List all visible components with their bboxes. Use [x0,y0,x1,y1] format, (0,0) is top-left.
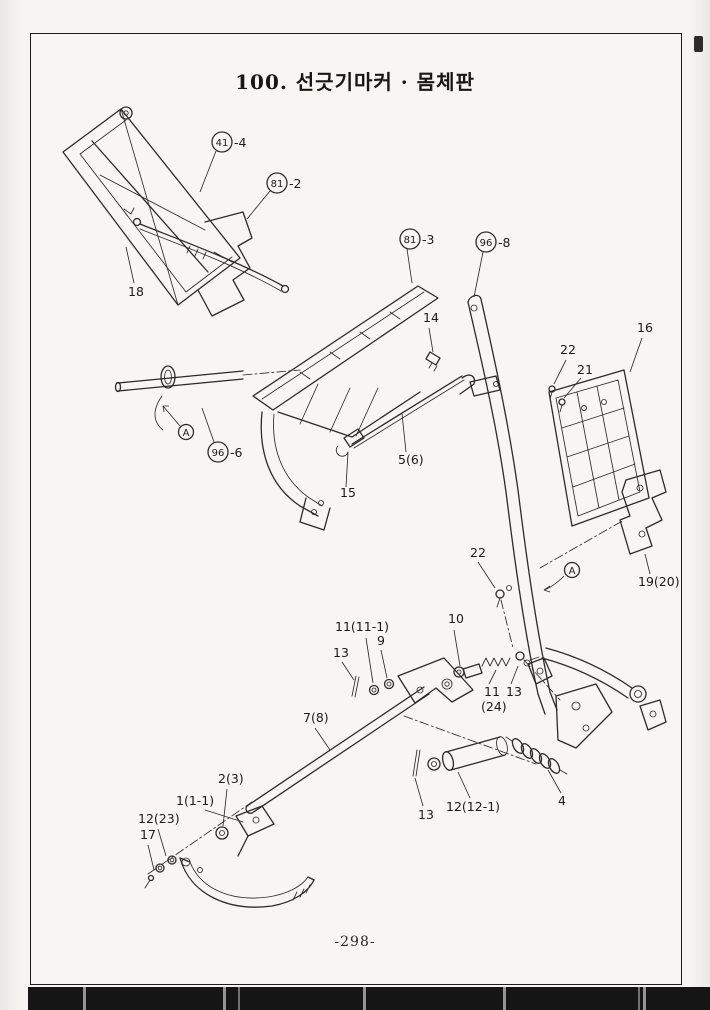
handle-rod-drawing [114,365,301,431]
part-label-10: 10 [448,611,464,626]
spring-cylinder-drawing [403,715,568,777]
callout-41-4: 41 -4 [211,131,247,153]
callout-number: 81 [404,235,417,246]
part-label-7-8: 7(8) [303,710,329,725]
plate-bolts-drawing [548,385,566,413]
callout-suffix: -3 [422,232,434,247]
part-label-11-11-1: 11(11-1) [335,619,389,634]
part-label-22-top: 22 [560,342,576,357]
callout-81-2: 81 -2 [266,172,301,194]
beam-drawing [252,285,439,531]
part-label-19-20: 19(20) [638,574,680,589]
part-label-12-12-1: 12(12-1) [446,799,500,814]
callout-suffix: -6 [230,445,243,460]
part-label-21: 21 [577,362,593,377]
middle-bolt-drawing [495,585,514,649]
part-label-2-3: 2(3) [218,771,244,786]
callout-suffix: -2 [289,176,301,191]
callout-96-6: 96 -6 [207,441,243,463]
callout-number: A [569,566,576,577]
right-arm-drawing [541,647,667,749]
callout-suffix: -8 [498,235,511,250]
callout-number: 96 [212,448,225,459]
part-label-5-6: 5(6) [398,452,424,467]
pedal-assembly-drawing [144,801,315,908]
callout-a-right: A [563,561,581,579]
callout-number: A [183,428,190,439]
part-label-4: 4 [558,793,566,808]
part-label-9: 9 [377,633,385,648]
lower-linkage-drawing [351,651,561,704]
callout-number: 81 [271,179,284,190]
page-number: -298- [334,934,376,950]
body-plate-drawing [548,369,650,527]
side-bracket-drawing [539,469,667,569]
page-border [30,33,682,985]
stand-lever-drawing [467,294,558,715]
scan-artifact-corner [694,36,703,52]
scan-artifact-band [28,987,710,1010]
callout-number: 96 [480,238,493,249]
part-label-11: 11 [484,684,500,699]
leader-lines [125,150,651,871]
part-label-17: 17 [140,827,156,842]
callout-81-3: 81 -3 [399,228,434,250]
part-label-22-mid: 22 [470,545,486,560]
long-rod-drawing [245,686,430,814]
callout-a-left: A [177,423,195,441]
part-label-15: 15 [340,485,356,500]
part-label-16: 16 [637,320,653,335]
part-label-12-23: 12(23) [138,811,180,826]
part-label-13-mid: 13 [506,684,522,699]
part-label-13-left: 13 [333,645,349,660]
part-label-24: (24) [481,699,507,714]
part-label-18: 18 [128,284,144,299]
part-label-14: 14 [423,310,439,325]
callout-suffix: -4 [234,135,247,150]
callout-96-8: 96 -8 [475,231,511,253]
callout-number: 41 [216,138,229,149]
marker-frame-drawing [62,106,290,317]
part-label-13-bottom: 13 [418,807,434,822]
page-title: 100. 선긋기마커 · 몸체판 [235,70,475,94]
link-rod-drawing [335,351,476,457]
part-label-1-1-1: 1(1-1) [176,793,214,808]
